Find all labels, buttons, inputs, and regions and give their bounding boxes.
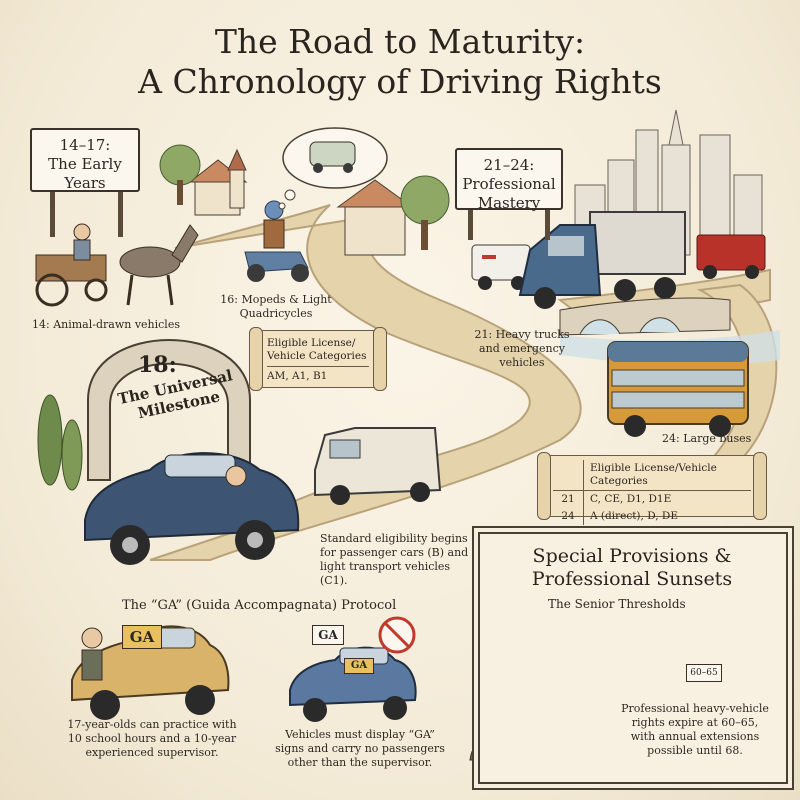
early-scroll-header: Eligible License/ Vehicle Categories <box>267 337 369 367</box>
clock-tower-sign-text: 60–65 <box>690 668 717 678</box>
title-line-1: The Road to Maturity: <box>0 22 800 62</box>
early-years-label: The Early Years <box>36 155 134 193</box>
no-passengers-sign <box>380 618 414 652</box>
ga-caption-left: 17-year-olds can practice with 10 school… <box>62 718 242 760</box>
clock-tower-sign: 60–65 <box>686 664 722 682</box>
table-header-text: Eligible License/Vehicle Categories <box>584 460 752 491</box>
pro-sign-post-right <box>545 210 550 240</box>
early-scroll-value: AM, A1, B1 <box>267 370 369 383</box>
table-row: 21 C, CE, D1, D1E <box>553 491 751 509</box>
caption-age-24: 24: Large buses <box>662 432 762 446</box>
professional-categories-table: Eligible License/Vehicle Categories 21 C… <box>553 460 751 525</box>
table-header-row: Eligible License/Vehicle Categories <box>553 460 751 491</box>
early-years-age: 14–17: <box>36 136 134 155</box>
milestone-caption: Standard eligibility begins for passenge… <box>320 532 470 588</box>
caption-age-16: 16: Mopeds & Light Quadricycles <box>216 293 336 321</box>
senior-thresholds-subheading: The Senior Thresholds <box>548 597 728 611</box>
professional-label: Professional Mastery <box>461 175 557 213</box>
early-years-sign: 14–17: The Early Years <box>30 128 140 192</box>
professional-mastery-sign: 21–24: Professional Mastery <box>455 148 563 210</box>
ga-sign-left: GA <box>122 625 162 649</box>
table-row: 24 A (direct), D, DE <box>553 508 751 525</box>
white-van <box>315 428 440 505</box>
special-heading-line-1: Special Provisions & <box>480 545 784 568</box>
double-decker-bus <box>608 342 748 437</box>
caption-age-14: 14: Animal-drawn vehicles <box>32 318 212 332</box>
title-line-2: A Chronology of Driving Rights <box>0 62 800 102</box>
ga-sign-right-1-text: GA <box>318 628 338 642</box>
row-categories: A (direct), D, DE <box>584 508 752 525</box>
professional-age: 21–24: <box>461 156 557 175</box>
row-age: 21 <box>553 491 584 509</box>
page-title: The Road to Maturity: A Chronology of Dr… <box>0 22 800 102</box>
milestone-age: 18: <box>138 352 177 378</box>
early-categories-scroll: Eligible License/ Vehicle Categories AM,… <box>258 330 378 388</box>
ga-sign-right-2-text: GA <box>351 660 367 671</box>
row-age: 24 <box>553 508 584 525</box>
pro-sign-post-left <box>468 210 473 240</box>
early-sign-post-left <box>50 192 55 237</box>
special-caption: Professional heavy-vehicle rights expire… <box>620 702 770 758</box>
row-categories: C, CE, D1, D1E <box>584 491 752 509</box>
ga-sign-right-1: GA <box>312 625 344 645</box>
ga-caption-right: Vehicles must display “GA” signs and car… <box>270 728 450 770</box>
donkey-cart <box>36 224 198 305</box>
ga-sign-right-2: GA <box>344 658 374 674</box>
special-heading: Special Provisions & Professional Sunset… <box>480 545 784 591</box>
ga-sign-left-text: GA <box>130 628 154 646</box>
early-sign-post-right <box>118 192 123 237</box>
special-heading-line-2: Professional Sunsets <box>480 568 784 591</box>
professional-categories-scroll: Eligible License/Vehicle Categories 21 C… <box>546 455 758 517</box>
ga-protocol-heading: The “GA” (Guida Accompagnata) Protocol <box>122 598 442 613</box>
caption-age-21: 21: Heavy trucks and emergency vehicles <box>472 328 572 370</box>
